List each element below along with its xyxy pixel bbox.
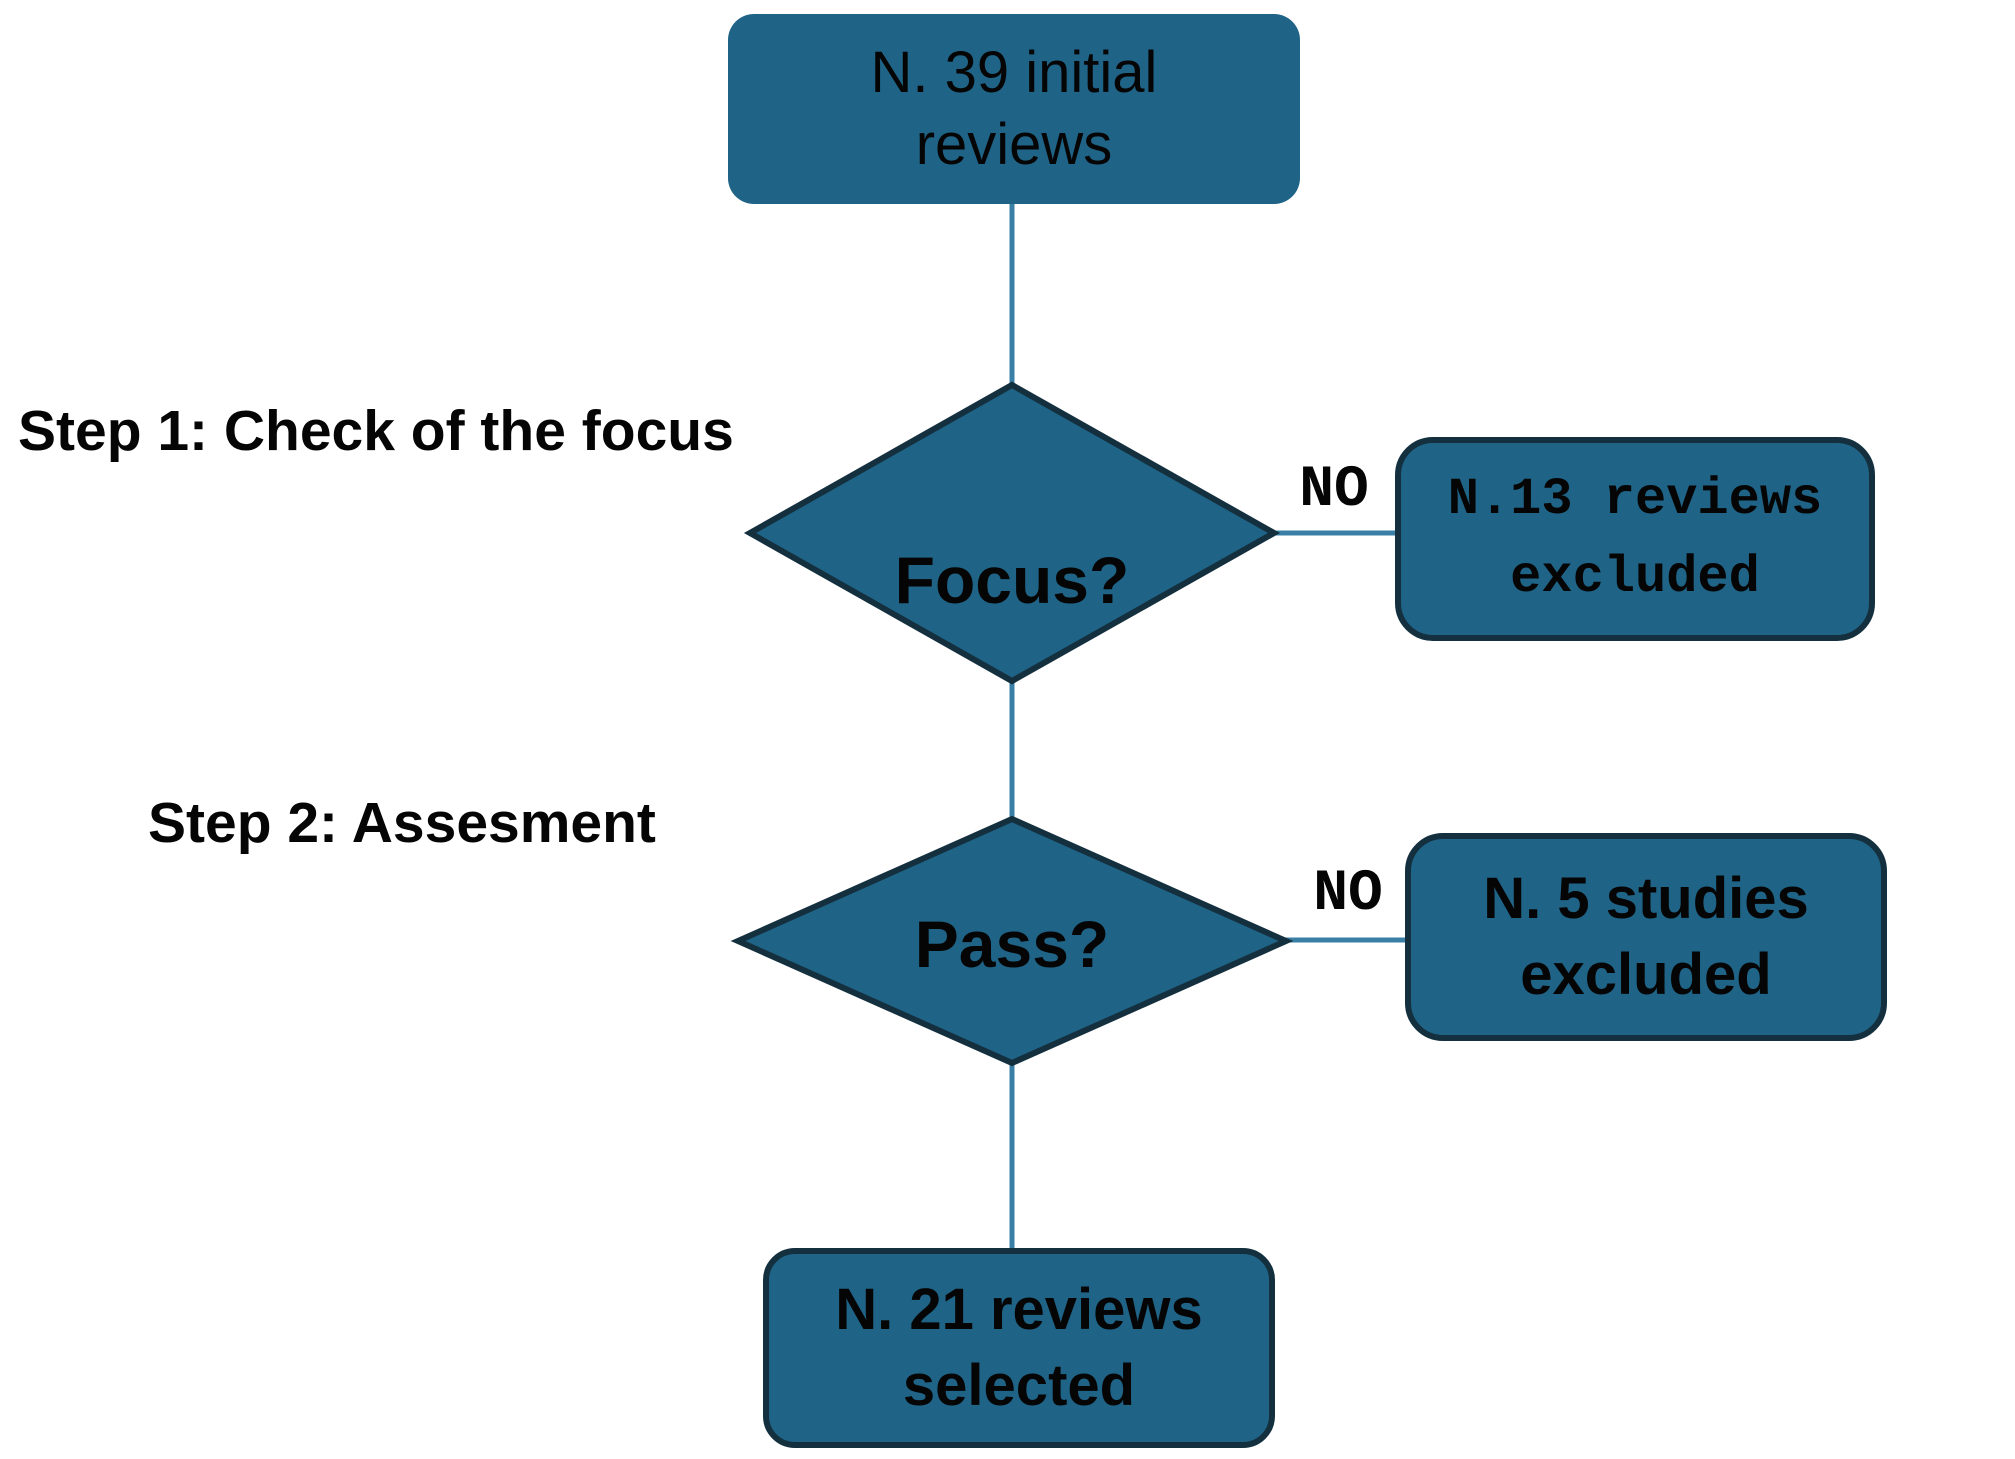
no-edge-label-2: NO <box>1313 862 1383 927</box>
step2-label: Step 2: Assesment <box>148 791 656 855</box>
selected-reviews-line1: N. 21 reviews <box>835 1277 1203 1342</box>
excluded-reviews-line1: N.13 reviews <box>1447 470 1823 529</box>
decision-focus-label: Focus? <box>894 543 1130 617</box>
selected-reviews-node: N. 21 reviews selected <box>763 1248 1275 1448</box>
selected-reviews-line2: selected <box>902 1353 1136 1418</box>
excluded-reviews-node: N.13 reviews excluded <box>1395 437 1875 641</box>
excluded-reviews-line2: excluded <box>1510 548 1760 607</box>
start-node: N. 39 initial reviews <box>728 14 1300 204</box>
no-edge-label-1: NO <box>1299 458 1369 523</box>
decision-pass-diamond <box>730 815 1294 1067</box>
excluded-studies-node: N. 5 studies excluded <box>1405 833 1887 1041</box>
start-node-line1: N. 39 initial <box>870 40 1158 105</box>
excluded-studies-line1: N. 5 studies <box>1483 866 1809 931</box>
step1-label: Step 1: Check of the focus <box>18 399 734 463</box>
decision-focus-diamond <box>743 381 1281 685</box>
start-node-line2: reviews <box>915 112 1113 177</box>
excluded-studies-line2: excluded <box>1520 942 1772 1007</box>
decision-pass-label: Pass? <box>914 907 1110 981</box>
